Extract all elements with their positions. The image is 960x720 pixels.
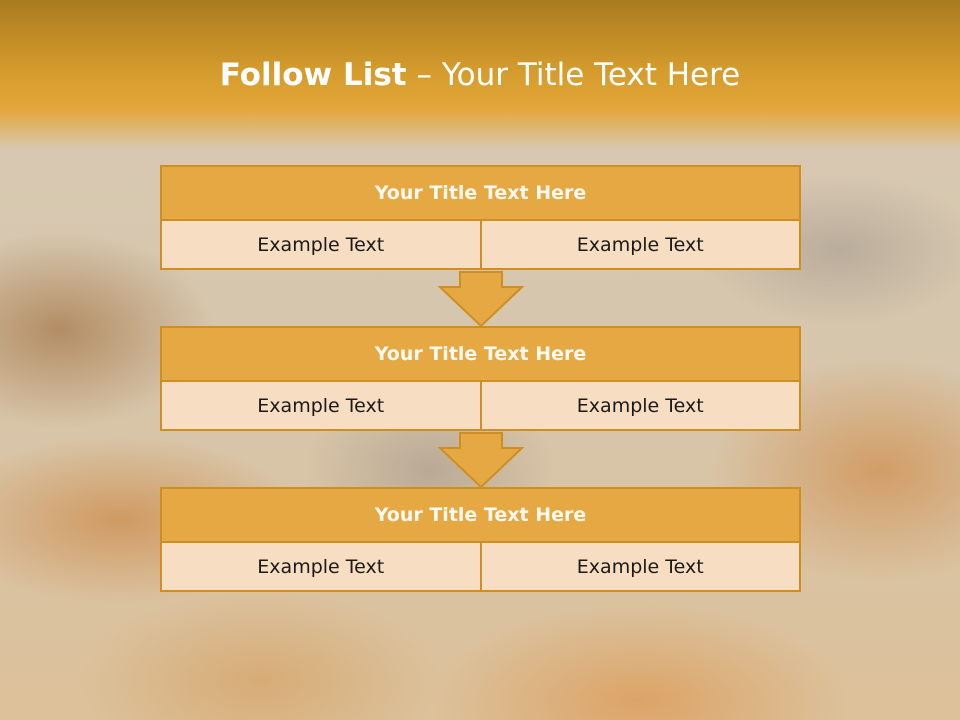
block-row: Example Text Example Text: [160, 543, 801, 592]
title-band: [0, 0, 960, 150]
block-row: Example Text Example Text: [160, 221, 801, 270]
down-arrow-icon: [438, 432, 524, 488]
slide-title: Follow List – Your Title Text Here: [0, 50, 960, 100]
block-cell-right: Example Text: [481, 543, 801, 592]
block-cell-right: Example Text: [481, 221, 801, 270]
slide-title-bold: Follow List: [219, 57, 407, 93]
block-row: Example Text Example Text: [160, 382, 801, 431]
flow-block-3: Your Title Text Here Example Text Exampl…: [160, 487, 801, 592]
block-cell-left: Example Text: [160, 543, 482, 592]
block-cell-right: Example Text: [481, 382, 801, 431]
down-arrow-icon: [438, 271, 524, 327]
block-title: Your Title Text Here: [160, 326, 801, 382]
block-cell-left: Example Text: [160, 382, 482, 431]
block-cell-left: Example Text: [160, 221, 482, 270]
block-title: Your Title Text Here: [160, 165, 801, 221]
block-title: Your Title Text Here: [160, 487, 801, 543]
slide-title-rest: – Your Title Text Here: [406, 57, 741, 93]
flow-block-1: Your Title Text Here Example Text Exampl…: [160, 165, 801, 270]
flow-block-2: Your Title Text Here Example Text Exampl…: [160, 326, 801, 431]
